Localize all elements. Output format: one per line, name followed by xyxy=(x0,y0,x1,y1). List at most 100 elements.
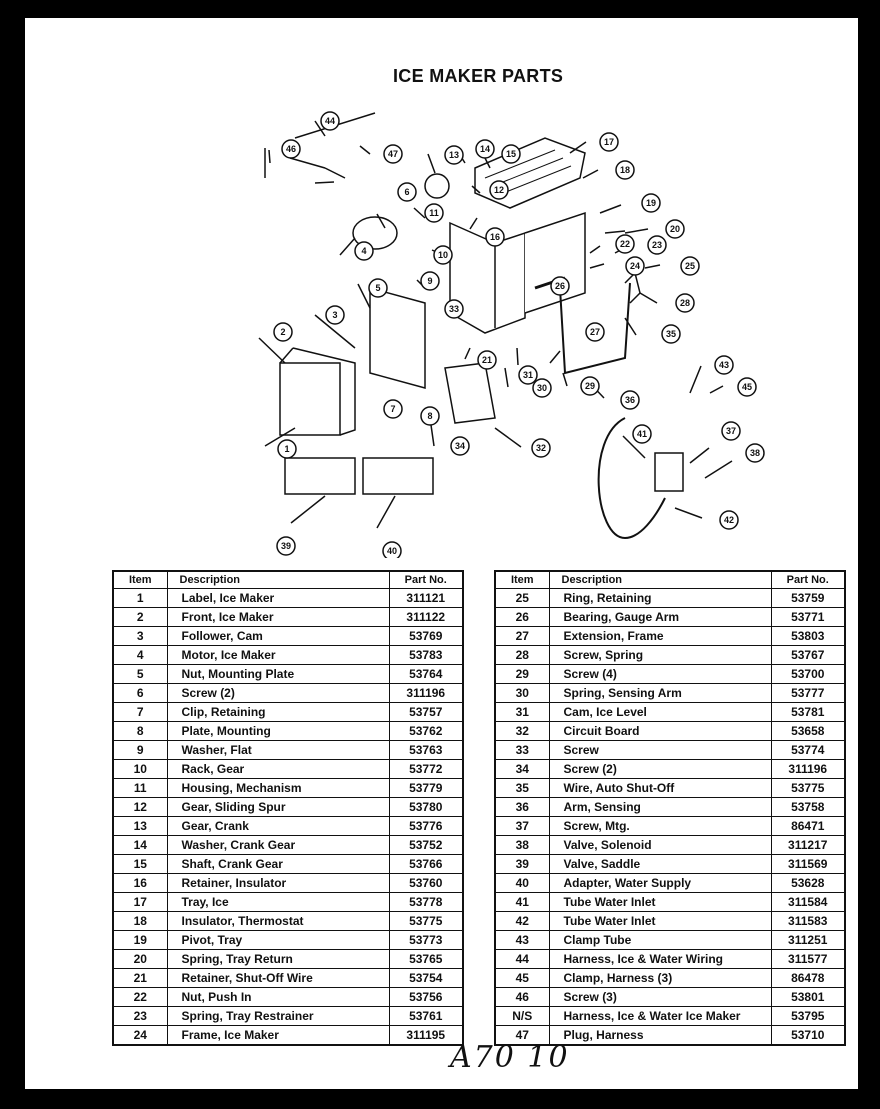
cell-description: Retainer, Shut-Off Wire xyxy=(166,968,390,988)
cell-item: 7 xyxy=(112,702,168,722)
cell-description: Tube Water Inlet xyxy=(548,911,772,931)
cell-description: Spring, Tray Restrainer xyxy=(166,1006,390,1026)
callout-9: 9 xyxy=(420,271,440,291)
cell-part-no: 311577 xyxy=(770,949,846,969)
cell-item: 4 xyxy=(112,645,168,665)
callout-30: 30 xyxy=(532,378,552,398)
page-title: ICE MAKER PARTS xyxy=(393,66,564,86)
cell-description: Screw, Spring xyxy=(548,645,772,665)
callout-7: 7 xyxy=(383,399,403,419)
header-item: Item xyxy=(494,570,550,589)
callout-6: 6 xyxy=(397,182,417,202)
callout-label: 36 xyxy=(625,395,635,405)
cell-description: Spring, Tray Return xyxy=(166,949,390,969)
cell-item: 3 xyxy=(112,626,168,646)
callout-23: 23 xyxy=(647,235,667,255)
callout-label: 2 xyxy=(280,327,285,337)
callout-38: 38 xyxy=(745,443,765,463)
cell-part-no: 53761 xyxy=(388,1006,464,1026)
cell-part-no: 53775 xyxy=(388,911,464,931)
cell-item: 33 xyxy=(494,740,550,760)
cell-part-no: 53754 xyxy=(388,968,464,988)
cell-description: Wire, Auto Shut-Off xyxy=(548,778,772,798)
callout-21: 21 xyxy=(477,350,497,370)
cell-part-no: 53764 xyxy=(388,664,464,684)
callout-label: 24 xyxy=(630,261,640,271)
cell-part-no: 53803 xyxy=(770,626,846,646)
cell-part-no: 311121 xyxy=(388,588,464,608)
header-description: Description xyxy=(548,570,772,589)
callout-16: 16 xyxy=(485,227,505,247)
cell-description: Plate, Mounting xyxy=(166,721,390,741)
cell-part-no: 53783 xyxy=(388,645,464,665)
callout-label: 9 xyxy=(427,276,432,286)
callout-label: 25 xyxy=(685,261,695,271)
cell-part-no: 53752 xyxy=(388,835,464,855)
cell-item: 21 xyxy=(112,968,168,988)
callout-label: 35 xyxy=(666,329,676,339)
cell-description: Insulator, Thermostat xyxy=(166,911,390,931)
cell-item: 6 xyxy=(112,683,168,703)
cell-item: 29 xyxy=(494,664,550,684)
callout-label: 10 xyxy=(438,250,448,260)
cell-description: Valve, Saddle xyxy=(548,854,772,874)
cell-description: Cam, Ice Level xyxy=(548,702,772,722)
cell-item: 42 xyxy=(494,911,550,931)
callout-46: 46 xyxy=(281,139,301,159)
callout-label: 41 xyxy=(637,429,647,439)
cell-description: Label, Ice Maker xyxy=(166,588,390,608)
cell-item: 9 xyxy=(112,740,168,760)
cell-item: 47 xyxy=(494,1025,550,1046)
cell-description: Motor, Ice Maker xyxy=(166,645,390,665)
cell-item: 18 xyxy=(112,911,168,931)
cell-item: 22 xyxy=(112,987,168,1007)
cell-part-no: 53780 xyxy=(388,797,464,817)
cell-description: Shaft, Crank Gear xyxy=(166,854,390,874)
callout-label: 1 xyxy=(284,444,289,454)
cell-item: 17 xyxy=(112,892,168,912)
cell-item: 32 xyxy=(494,721,550,741)
cell-part-no: 311122 xyxy=(388,607,464,627)
cell-description: Screw (4) xyxy=(548,664,772,684)
callout-label: 27 xyxy=(590,327,600,337)
cell-item: 35 xyxy=(494,778,550,798)
cell-item: 5 xyxy=(112,664,168,684)
cell-part-no: 53760 xyxy=(388,873,464,893)
cell-part-no: 311583 xyxy=(770,911,846,931)
callout-25: 25 xyxy=(680,256,700,276)
callout-label: 4 xyxy=(361,246,366,256)
callout-label: 18 xyxy=(620,165,630,175)
header-part-no: Part No. xyxy=(388,570,464,589)
callout-43: 43 xyxy=(714,355,734,375)
callout-1: 1 xyxy=(277,439,297,459)
cell-item: 44 xyxy=(494,949,550,969)
cell-description: Retainer, Insulator xyxy=(166,873,390,893)
cell-part-no: 53763 xyxy=(388,740,464,760)
callout-29: 29 xyxy=(580,376,600,396)
callout-label: 39 xyxy=(281,541,291,551)
cell-item: 46 xyxy=(494,987,550,1007)
callout-13: 13 xyxy=(444,145,464,165)
cell-description: Tube Water Inlet xyxy=(548,892,772,912)
